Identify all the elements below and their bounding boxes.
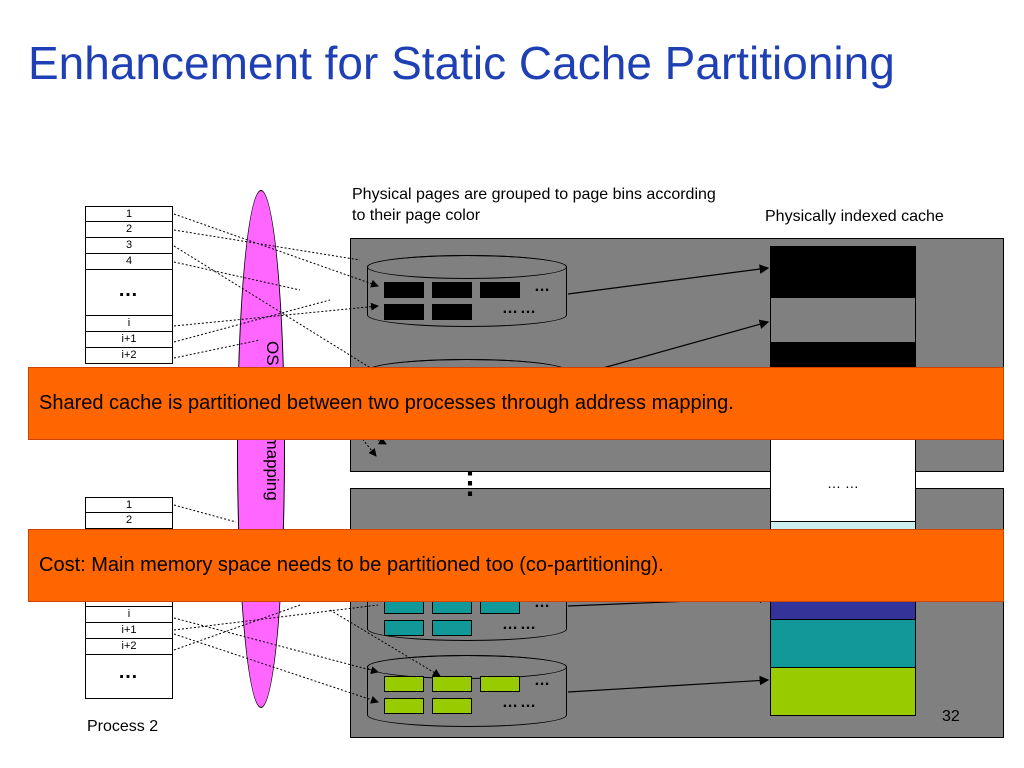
page-block [432,620,472,636]
bin-to-cache-arrow [567,675,770,693]
mapping-line [173,604,379,631]
physically-indexed-cache: … … [770,246,916,716]
cache-block-navy [771,601,915,619]
mapping-line [173,617,379,675]
page-block [384,282,424,298]
process1-page-table: 1 2 3 4 … i i+1 i+2 [85,206,173,364]
mapping-line [173,245,391,381]
table-row: i [85,607,173,623]
page-bins-caption: Physical pages are grouped to page bins … [352,186,716,224]
cache-block-black [771,247,915,297]
slide-title: Enhancement for Static Cache Partitionin… [28,37,895,89]
mapping-line [173,604,301,651]
cache-block-light [771,521,915,531]
process2-label: Process 2 [87,718,159,735]
bin-dots: … [534,278,552,295]
lime-page-bin: … …… [367,655,567,727]
table-row: 2 [85,222,173,238]
table-row: i+2 [85,639,173,655]
cache-block-lime [771,667,915,715]
cache-block-gray [771,297,915,343]
page-block [432,304,472,320]
cost-text: Cost: Main memory space needs to be part… [39,554,664,576]
table-row: i+1 [85,623,173,639]
table-row: 2 [85,513,173,529]
table-ellipsis: … [85,655,173,699]
page-block [384,698,424,714]
page-block [384,676,424,692]
page-block [480,676,520,692]
bin-dots: …… [502,616,538,633]
page-block [384,304,424,320]
table-row: i+2 [85,348,173,364]
bin-dots: …… [502,300,538,317]
black-page-bin: … …… [367,255,567,327]
table-row: i+1 [85,332,173,348]
mapping-line [173,213,379,288]
table-ellipsis: … [85,270,173,316]
bin-dots: …… [502,694,538,711]
page-block [480,282,520,298]
bin-dots: … [534,672,552,689]
mapping-line [173,504,237,523]
mapping-line [329,609,441,677]
page-block [432,676,472,692]
table-row: 4 [85,254,173,270]
cache-block-teal [771,619,915,667]
mapping-line [173,261,301,291]
table-row: 1 [85,497,173,513]
shared-cache-banner: Shared cache is partitioned between two … [28,367,1004,440]
table-row: 1 [85,206,173,222]
cost-banner: Cost: Main memory space needs to be part… [28,529,1004,602]
cache-caption: Physically indexed cache [765,208,944,225]
page-block [384,620,424,636]
shared-cache-text: Shared cache is partitioned between two … [39,392,734,414]
mapping-line [173,633,379,704]
page-block [432,282,472,298]
mapping-line [173,302,379,327]
page-block [432,698,472,714]
bin-to-cache-arrow [567,264,770,295]
page-number: 32 [942,708,960,725]
table-row: i [85,316,173,332]
table-row: 3 [85,238,173,254]
mapping-line [173,229,361,261]
cache-dots: … … [827,475,859,491]
mapping-line [173,299,331,343]
os-address-mapping-ellipse: OS address mapping [237,190,285,708]
mapping-line [173,339,261,359]
